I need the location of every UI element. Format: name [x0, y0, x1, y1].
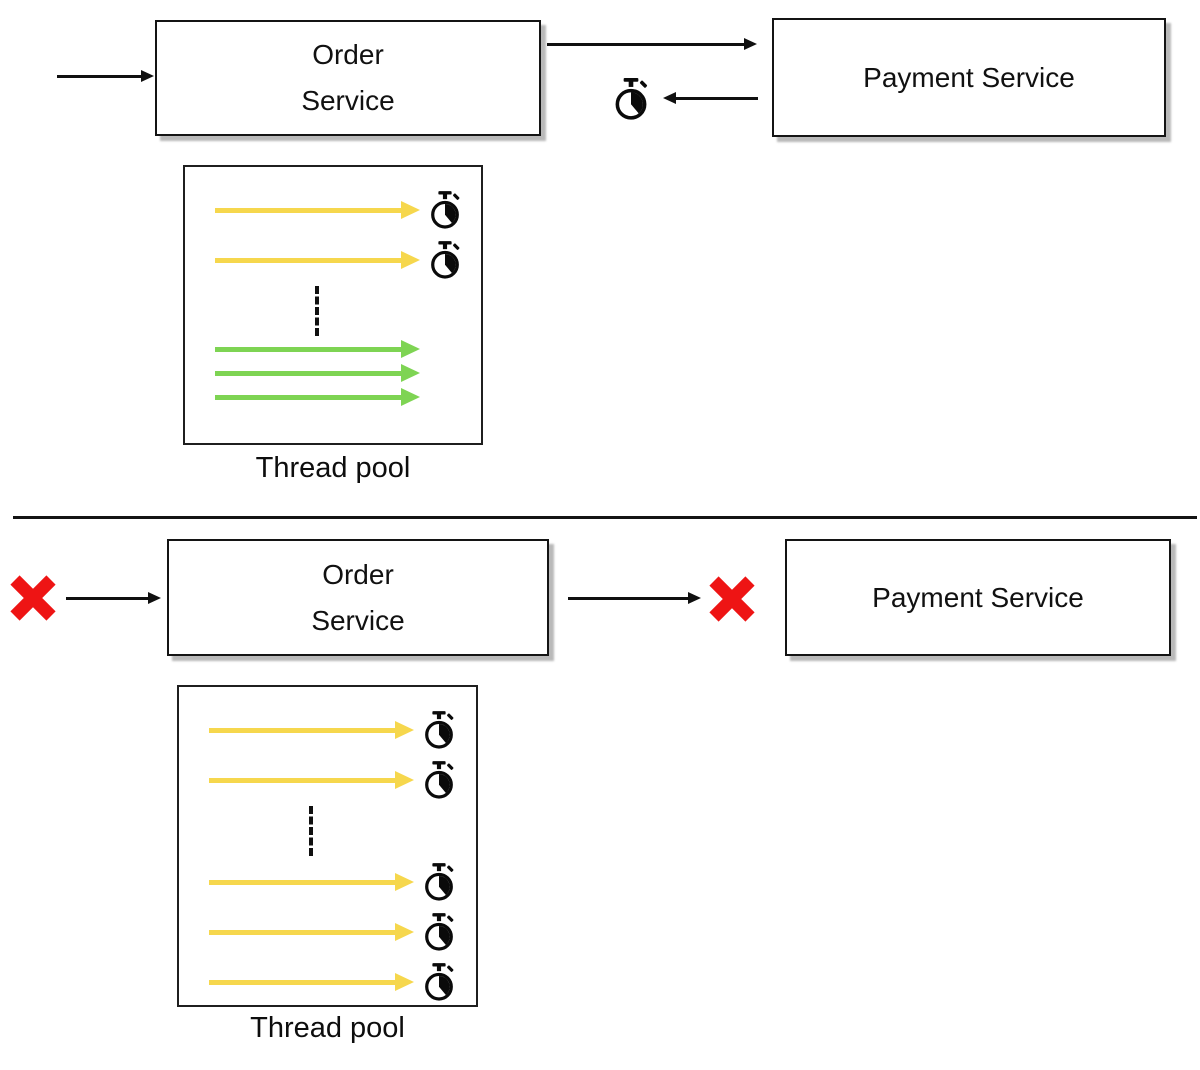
thread-row-timeout	[179, 755, 476, 805]
thread-row-ellipsis	[185, 285, 481, 337]
arrow-head-icon	[395, 721, 414, 739]
stopwatch-icon	[615, 78, 648, 120]
blocked-request-arrow	[568, 592, 701, 604]
thread-row-ellipsis	[179, 805, 476, 857]
thread-row-timeout	[185, 235, 481, 285]
stopwatch-icon	[425, 963, 454, 1001]
thread-arrow-waiting	[209, 923, 414, 941]
order-service-label-line1: Order	[322, 558, 394, 590]
order-service-box: Order Service	[155, 20, 541, 136]
thread-row-active	[185, 337, 481, 361]
arrow-shaft	[547, 42, 746, 46]
thread-arrow-waiting	[209, 873, 414, 891]
failure-x-icon	[709, 576, 755, 622]
thread-pool-rows	[185, 167, 481, 409]
rejected-request-x-slot	[7, 572, 59, 624]
payment-service-label: Payment Service	[863, 61, 1075, 93]
stopwatch-icon	[425, 711, 454, 749]
arrow-head-icon	[688, 592, 701, 604]
stopwatch-icon	[425, 761, 454, 799]
incoming-request-arrow	[57, 70, 154, 82]
thread-pool-label: Thread pool	[255, 452, 411, 484]
response-timeout-stopwatch-slot	[612, 78, 650, 120]
stopwatch-icon	[425, 863, 454, 901]
arrow-head-icon	[401, 340, 420, 358]
arrow-shaft	[215, 207, 401, 213]
thread-ellipsis-icon	[315, 286, 319, 336]
arrow-head-icon	[401, 388, 420, 406]
thread-arrow-waiting	[209, 973, 414, 991]
arrow-head-icon	[395, 973, 414, 991]
arrow-head-icon	[395, 923, 414, 941]
thread-pool-rows	[179, 687, 476, 1007]
order-service-label-line1: Order	[312, 39, 384, 70]
arrow-head-icon	[148, 592, 161, 604]
arrow-head-icon	[401, 251, 420, 269]
payment-service-box: Payment Service	[785, 539, 1171, 656]
thread-row-timeout	[179, 957, 476, 1007]
arrow-shaft	[209, 727, 395, 733]
thread-row-timeout	[179, 907, 476, 957]
stopwatch-icon	[431, 191, 460, 229]
thread-pool-box	[183, 165, 483, 445]
thread-arrow-waiting	[209, 721, 414, 739]
arrow-shaft	[215, 257, 401, 263]
thread-row-active	[185, 361, 481, 385]
thread-row-timeout	[185, 185, 481, 235]
arrow-shaft	[568, 596, 690, 600]
arrow-shaft	[66, 596, 150, 600]
arrow-head-icon	[663, 92, 676, 104]
stopwatch-icon	[425, 913, 454, 951]
stopwatch-icon	[431, 241, 460, 279]
thread-arrow-waiting	[215, 251, 420, 269]
thread-pool-box	[177, 685, 478, 1007]
order-service-box: Order Service	[167, 539, 549, 656]
request-to-payment-arrow	[547, 38, 757, 50]
arrow-shaft	[209, 777, 395, 783]
thread-arrow-active	[215, 388, 420, 406]
payment-service-box: Payment Service	[772, 18, 1166, 137]
payment-service-label: Payment Service	[872, 581, 1084, 613]
section-divider	[13, 516, 1197, 519]
arrow-head-icon	[395, 873, 414, 891]
arrow-shaft	[209, 929, 395, 935]
arrow-shaft	[215, 394, 401, 400]
arrow-head-icon	[401, 364, 420, 382]
thread-ellipsis-icon	[309, 806, 313, 856]
thread-arrow-active	[215, 340, 420, 358]
arrow-head-icon	[744, 38, 757, 50]
thread-row-timeout	[179, 705, 476, 755]
arrow-head-icon	[401, 201, 420, 219]
order-service-label-line2: Service	[311, 604, 405, 636]
thread-arrow-waiting	[209, 771, 414, 789]
arrow-shaft	[674, 96, 758, 100]
arrow-shaft	[57, 74, 143, 78]
thread-row-timeout	[179, 857, 476, 907]
arrow-shaft	[209, 879, 395, 885]
order-service-label-line2: Service	[301, 85, 395, 116]
failed-call-x-slot	[706, 573, 758, 625]
arrow-shaft	[215, 370, 401, 376]
incoming-request-arrow	[66, 592, 161, 604]
arrow-shaft	[209, 979, 395, 985]
thread-pool-label: Thread pool	[250, 1012, 405, 1044]
failure-x-icon	[10, 575, 56, 621]
thread-arrow-active	[215, 364, 420, 382]
arrow-shaft	[215, 346, 401, 352]
arrow-head-icon	[141, 70, 154, 82]
thread-arrow-waiting	[215, 201, 420, 219]
arrow-head-icon	[395, 771, 414, 789]
thread-row-active	[185, 385, 481, 409]
slow-response-arrow	[663, 92, 758, 104]
